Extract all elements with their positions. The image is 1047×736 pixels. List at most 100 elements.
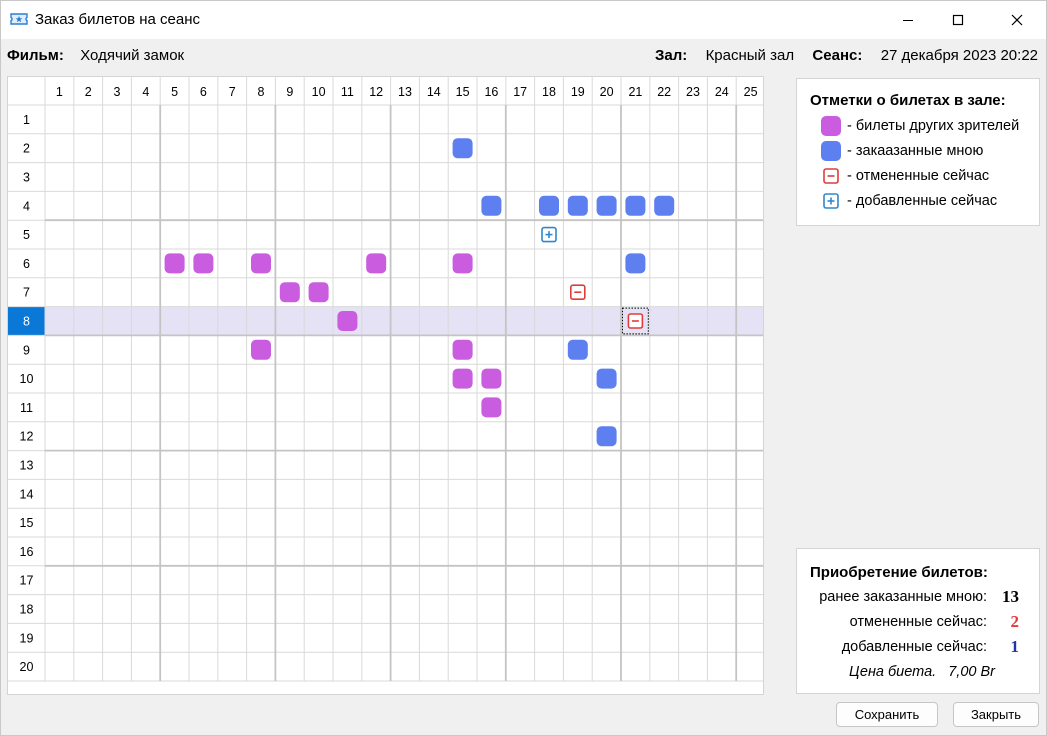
selected-row-highlight [45, 306, 763, 336]
row-header[interactable]: 3 [23, 171, 30, 185]
other-ticket-seat[interactable] [366, 253, 387, 274]
row-header[interactable]: 2 [23, 142, 30, 156]
row-header[interactable]: 11 [20, 401, 33, 415]
row-header[interactable]: 6 [23, 257, 30, 271]
seat-header[interactable]: 6 [200, 85, 207, 99]
title-bar: Заказ билетов на сеанс [1, 1, 1046, 39]
my-ticket-seat[interactable] [625, 195, 646, 216]
my-ticket-seat[interactable] [596, 368, 617, 389]
seat-header[interactable]: 12 [369, 85, 383, 99]
row-header[interactable]: 5 [23, 228, 30, 242]
my-ticket-seat[interactable] [567, 195, 588, 216]
legend-item-mine: - закаазанные мною [821, 140, 983, 162]
added-count: 1 [1010, 637, 1020, 656]
row-header[interactable]: 1 [23, 113, 30, 127]
my-ticket-seat[interactable] [481, 195, 502, 216]
my-ticket-icon [821, 141, 841, 161]
my-ticket-seat[interactable] [452, 138, 473, 159]
seat-header[interactable]: 13 [398, 85, 412, 99]
row-header[interactable]: 15 [20, 516, 34, 530]
other-ticket-seat[interactable] [164, 253, 185, 274]
seat-header[interactable]: 16 [484, 85, 498, 99]
cancelled-count: 2 [1010, 612, 1020, 631]
purchase-title: Приобретение билетов: [810, 564, 988, 581]
other-ticket-seat[interactable] [308, 282, 329, 303]
row-header[interactable]: 17 [20, 574, 34, 588]
other-ticket-seat[interactable] [337, 311, 358, 331]
other-ticket-seat[interactable] [251, 253, 271, 274]
row-header[interactable]: 4 [23, 199, 30, 213]
seat-header[interactable]: 1 [56, 85, 63, 99]
other-ticket-seat[interactable] [481, 397, 502, 418]
hall-name: Красный зал [705, 47, 795, 64]
my-ticket-seat[interactable] [596, 426, 617, 447]
film-label: Фильм: [7, 47, 64, 64]
my-ticket-seat[interactable] [625, 253, 646, 274]
seat-header[interactable]: 5 [171, 85, 178, 99]
session-info: Зал: Красный зал Сеанс: 27 декабря 2023 … [655, 47, 1038, 64]
seat-header[interactable]: 11 [341, 85, 354, 99]
row-header[interactable]: 16 [20, 545, 34, 559]
close-button[interactable]: Закрыть [953, 702, 1039, 727]
seat-header[interactable]: 7 [229, 85, 236, 99]
seat-header[interactable]: 22 [657, 85, 671, 99]
purchase-panel: Приобретение билетов: ранее заказанные м… [796, 548, 1040, 694]
seat-header[interactable]: 19 [571, 85, 585, 99]
row-header[interactable]: 20 [20, 660, 34, 674]
legend-label-other: - билеты других зрителей [847, 118, 1020, 134]
window-title: Заказ билетов на сеанс [35, 11, 201, 28]
row-header[interactable]: 10 [20, 372, 34, 386]
seat-header[interactable]: 17 [513, 85, 527, 99]
seat-header[interactable]: 4 [142, 85, 149, 99]
maximize-icon [952, 14, 964, 26]
seat-header[interactable]: 21 [628, 85, 642, 99]
added-label: добавленные сейчас: [841, 639, 987, 655]
legend-title: Отметки о билетах в зале: [810, 92, 1006, 109]
row-header[interactable]: 7 [23, 286, 30, 300]
my-ticket-seat[interactable] [596, 195, 617, 216]
save-button[interactable]: Сохранить [836, 702, 938, 727]
row-header[interactable]: 19 [20, 631, 34, 645]
row-header[interactable]: 9 [23, 343, 30, 357]
seat-header[interactable]: 2 [85, 85, 92, 99]
close-window-button[interactable] [994, 1, 1040, 39]
legend-label-mine: - закаазанные мною [847, 143, 984, 159]
other-ticket-seat[interactable] [251, 339, 271, 360]
seat-header[interactable]: 23 [686, 85, 700, 99]
maximize-button[interactable] [935, 1, 981, 39]
other-ticket-seat[interactable] [452, 253, 473, 274]
legend-label-cancelled: - отмененные сейчас [847, 168, 990, 184]
seat-header[interactable]: 25 [744, 85, 758, 99]
close-icon [1011, 14, 1023, 26]
seat-header[interactable]: 24 [715, 85, 729, 99]
my-ticket-seat[interactable] [539, 195, 559, 216]
other-ticket-seat[interactable] [452, 368, 473, 389]
row-header[interactable]: 8 [23, 315, 30, 329]
seat-header[interactable]: 8 [258, 85, 265, 99]
other-ticket-seat[interactable] [193, 253, 214, 274]
seat-header[interactable]: 3 [114, 85, 121, 99]
legend-panel: Отметки о билетах в зале: - билеты други… [796, 78, 1040, 226]
ordered-row: ранее заказанные мною: 13 [819, 587, 1019, 607]
film-info: Фильм: Ходячий замок [7, 47, 184, 64]
minimize-button[interactable] [885, 1, 931, 39]
seat-header[interactable]: 9 [286, 85, 293, 99]
seat-header[interactable]: 10 [312, 85, 326, 99]
my-ticket-seat[interactable] [567, 339, 588, 360]
row-header[interactable]: 18 [20, 603, 34, 617]
seat-header[interactable]: 15 [456, 85, 470, 99]
row-header[interactable]: 14 [20, 487, 34, 501]
seat-header[interactable]: 20 [600, 85, 614, 99]
seat-header[interactable]: 18 [542, 85, 556, 99]
focused-cell[interactable] [622, 307, 649, 335]
my-ticket-seat[interactable] [654, 195, 675, 216]
other-ticket-seat[interactable] [279, 282, 300, 303]
row-header[interactable]: 13 [20, 459, 34, 473]
other-ticket-seat[interactable] [452, 339, 473, 360]
row-header[interactable]: 12 [20, 430, 34, 444]
seat-header[interactable]: 14 [427, 85, 441, 99]
other-ticket-seat[interactable] [481, 368, 502, 389]
